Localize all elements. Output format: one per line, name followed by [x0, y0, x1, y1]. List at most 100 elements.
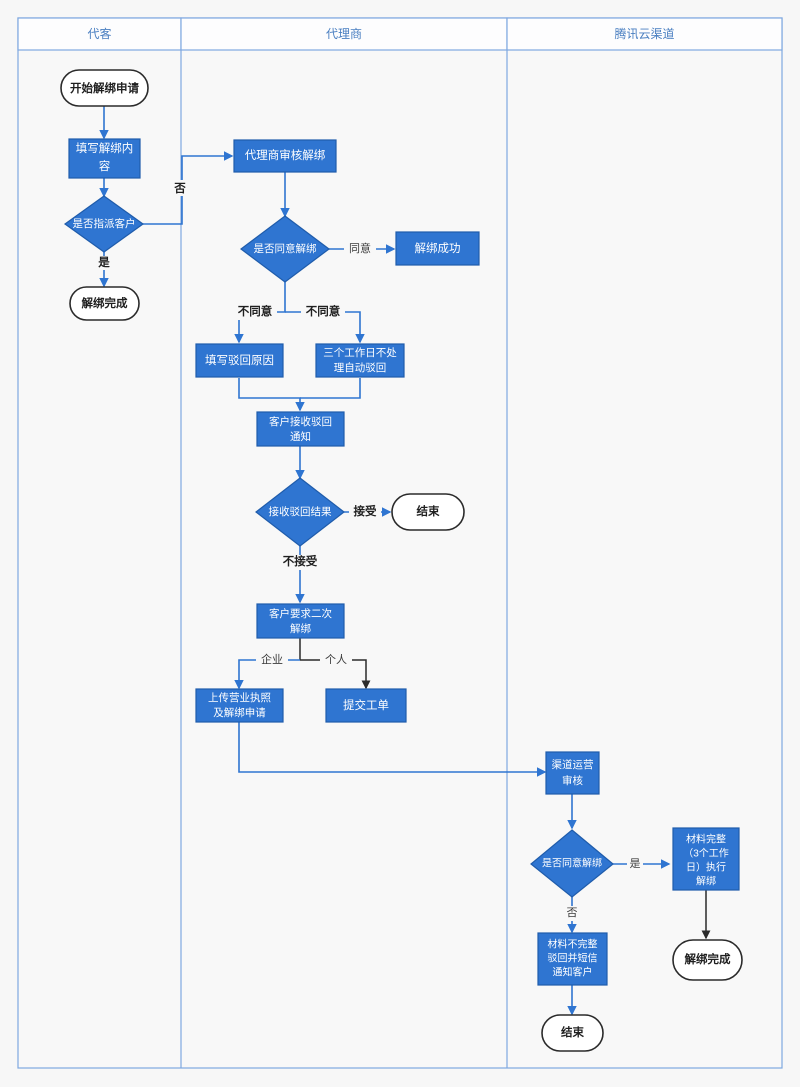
node-customer-request-second-unbind[interactable]: 客户要求二次 解绑: [256, 603, 345, 639]
node-upload-license-and-application[interactable]: 上传营业执照 及解绑申请: [195, 688, 284, 723]
edge-label-layer: 否 是 同意 不同意 不同意 接受 不接受 企业 个人 是 否: [96, 180, 643, 921]
swimlane-outer-frame: [17, 17, 783, 1069]
node-agent-review-unbind[interactable]: 代理商审核解绑: [233, 139, 337, 173]
node-shape-diamond: [255, 477, 345, 547]
node-text-agent-review-unbind: 代理商审核解绑: [245, 148, 326, 162]
node-shape-rect: [395, 231, 480, 266]
node-text-channel-ops-review-line2: 审核: [562, 774, 583, 787]
node-shape-rect: [233, 139, 337, 173]
connector-reason-to-notice: [238, 378, 305, 412]
node-fill-reject-reason[interactable]: 填写驳回原因: [195, 343, 284, 378]
edge-label-bg: [320, 653, 352, 668]
node-auto-reject-three-days[interactable]: 三个工作日不处 理自动驳回: [315, 343, 405, 378]
node-channel-ops-review[interactable]: 渠道运营 审核: [545, 751, 600, 795]
node-text-materials-incomplete-line3: 通知客户: [553, 966, 593, 979]
node-text-customer-request-second-unbind-line2: 解绑: [290, 622, 311, 635]
connector-upload-to-channel-review: [238, 722, 547, 777]
node-text-end-agent: 结束: [416, 504, 440, 518]
edge-label-channel-no: 否: [567, 907, 578, 919]
node-end-channel[interactable]: 结束: [541, 1014, 604, 1052]
node-shape-rect: [256, 411, 345, 447]
edge-label-disagree-right: 不同意: [306, 304, 341, 318]
node-text-materials-complete-line2: （3个工作: [683, 848, 729, 860]
node-unbind-complete-customer[interactable]: 解绑完成: [69, 286, 140, 321]
node-text-end-channel: 结束: [560, 1025, 584, 1039]
edge-label-individual: 个人: [325, 653, 347, 666]
node-unbind-success[interactable]: 解绑成功: [395, 231, 480, 266]
node-text-unbind-success: 解绑成功: [415, 241, 461, 255]
node-text-start-unbind-request: 开始解绑申请: [70, 81, 139, 95]
node-text-upload-license-line1: 上传营业执照: [208, 691, 271, 704]
edge-label-bg: [301, 305, 345, 320]
node-text-customer-receive-reject-notice-line2: 通知: [290, 430, 311, 443]
node-text-fill-unbind-content-line1: 填写解绑内: [76, 141, 134, 155]
edge-label-enterprise: 企业: [261, 652, 283, 666]
edge-label-yes-assign: 是: [97, 256, 110, 269]
edge-label-bg: [627, 857, 643, 872]
edge-label-bg: [344, 242, 376, 256]
node-fill-unbind-content[interactable]: 填写解绑内 容: [68, 138, 141, 179]
node-text-submit-ticket: 提交工单: [343, 698, 389, 712]
node-text-channel-agree-unbind: 是否同意解绑: [542, 857, 602, 870]
edge-label-bg: [233, 305, 277, 320]
node-shape-diamond: [530, 829, 614, 898]
edge-label-not-accept: 不接受: [283, 554, 318, 568]
node-shape-terminator: [541, 1014, 604, 1052]
lane-header-channel: [506, 17, 783, 51]
node-text-fill-unbind-content-line2: 容: [99, 159, 111, 173]
node-shape-diamond: [63, 195, 145, 253]
node-text-materials-complete-line4: 解绑: [696, 875, 716, 888]
edge-label-agree: 同意: [349, 241, 371, 255]
node-is-assigned-customer[interactable]: 是否指派客户: [63, 195, 145, 253]
edge-label-no-assign: 否: [173, 182, 186, 195]
node-shape-rect: [195, 688, 284, 723]
node-text-customer-receive-reject-notice-line1: 客户接收驳回: [269, 415, 332, 428]
node-materials-complete-execute[interactable]: 材料完整 （3个工作 日）执行 解绑: [672, 827, 740, 891]
node-shape-rect: [195, 343, 284, 378]
lane-header-customer: [17, 17, 182, 51]
node-text-agent-agree-unbind: 是否同意解绑: [254, 242, 317, 255]
node-start-unbind-request[interactable]: 开始解绑申请: [60, 69, 149, 107]
node-shape-diamond: [240, 215, 330, 283]
edge-label-bg: [256, 653, 288, 668]
edge-label-bg: [172, 180, 188, 196]
node-text-channel-ops-review-line1: 渠道运营: [552, 758, 594, 771]
node-shape-rect: [325, 688, 407, 723]
node-shape-terminator: [69, 286, 140, 321]
lane-label-channel: 腾讯云渠道: [614, 26, 674, 41]
node-receive-reject-result[interactable]: 接收驳回结果: [255, 477, 345, 547]
edge-label-bg: [349, 505, 381, 520]
node-shape-terminator: [391, 493, 465, 531]
node-shape-rect: [537, 932, 608, 986]
node-customer-receive-reject-notice[interactable]: 客户接收驳回 通知: [256, 411, 345, 447]
node-text-materials-complete-line3: 日）执行: [686, 861, 726, 874]
edge-label-accept: 接受: [354, 504, 377, 518]
node-text-auto-reject-three-days-line1: 三个工作日不处: [323, 347, 397, 359]
node-shape-rect: [672, 827, 740, 891]
node-text-fill-reject-reason: 填写驳回原因: [205, 353, 274, 367]
node-shape-rect: [68, 138, 141, 179]
node-text-unbind-complete-channel: 解绑完成: [685, 952, 731, 966]
node-submit-ticket[interactable]: 提交工单: [325, 688, 407, 723]
node-unbind-complete-channel[interactable]: 解绑完成: [672, 939, 743, 981]
node-shape-terminator: [672, 939, 743, 981]
edge-label-disagree-left: 不同意: [238, 304, 273, 318]
node-text-receive-reject-result: 接收驳回结果: [269, 505, 332, 518]
edge-label-bg: [564, 906, 580, 921]
edge-label-channel-yes: 是: [630, 857, 641, 870]
node-materials-incomplete-reject[interactable]: 材料不完整 驳回并短信 通知客户: [537, 932, 608, 986]
node-shape-rect: [315, 343, 405, 378]
node-text-is-assigned-customer: 是否指派客户: [73, 217, 136, 230]
node-shape-rect: [545, 751, 600, 795]
node-end-agent[interactable]: 结束: [391, 493, 465, 531]
edge-label-bg: [96, 256, 112, 270]
lane-label-customer: 代客: [87, 26, 111, 41]
swimlane-container: 代客 代理商 腾讯云渠道: [17, 17, 783, 1069]
connector-layer: [99, 106, 711, 1016]
node-channel-agree-unbind[interactable]: 是否同意解绑: [530, 829, 614, 898]
node-text-unbind-complete-customer: 解绑完成: [82, 296, 128, 310]
lane-label-agent: 代理商: [326, 26, 362, 41]
node-agent-agree-unbind[interactable]: 是否同意解绑: [240, 215, 330, 283]
